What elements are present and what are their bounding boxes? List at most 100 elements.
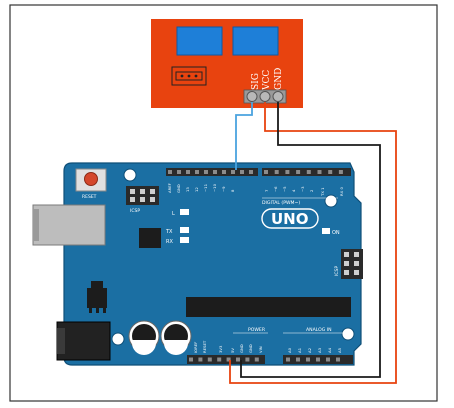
header-pin-hole (336, 357, 340, 362)
aref-label: AREF (167, 183, 172, 193)
header-pin-hole (195, 170, 199, 174)
header-pin-hole (177, 170, 181, 174)
pin-label-vcc: VCC (262, 70, 272, 91)
digital-pin-5: ~5 (282, 186, 287, 192)
reset-label: RESET (82, 194, 97, 200)
diagram-frame (9, 4, 438, 402)
arduino-uno-board: RESET ICSP AREF GND 13 12 ~11 ~10 ~9 8 (32, 162, 363, 366)
digital-pin-3: ~3 (300, 186, 305, 192)
digital-pin-7: 7 (264, 189, 269, 192)
power-pin-3v3: 3V3 (218, 345, 223, 353)
wire-signal (235, 102, 253, 170)
terminal-vcc (259, 91, 271, 102)
header-pin-hole (186, 170, 190, 174)
terminal-sig (246, 91, 258, 102)
capacitor-left (128, 320, 160, 355)
module-pin-labels: SIG VCC GND (251, 68, 284, 91)
digital-pin-6: ~6 (273, 186, 278, 192)
mounting-hole (341, 327, 355, 341)
header-pin-hole (204, 170, 208, 174)
usb-port (32, 204, 106, 246)
header-pin-hole (226, 357, 231, 362)
led-tx (180, 227, 189, 233)
header-pin-hole (189, 357, 193, 362)
power-pin-5v: 5V (230, 348, 235, 353)
header-pin-hole (285, 170, 290, 174)
analog-pin-a5: A5 (337, 347, 342, 353)
bottom-header-holes (189, 357, 340, 362)
header-pin-hole (326, 357, 330, 362)
uno-label: UNO (271, 210, 309, 228)
header-pin-hole (254, 357, 259, 362)
header-pin-hole (296, 357, 300, 362)
header-pin-hole (296, 170, 301, 174)
digital-pin-10: ~10 (212, 183, 217, 192)
uno-logo: UNO (261, 208, 319, 229)
module-pin-terminals (243, 89, 287, 104)
digital-pin-13: 13 (185, 187, 190, 192)
gnd-top-label: GND (176, 184, 181, 193)
digital-header-holes (168, 170, 343, 174)
led-l-label: L (172, 211, 175, 217)
header-pin-hole (306, 357, 310, 362)
header-pin-hole (231, 170, 235, 174)
relay-block-left (176, 26, 223, 56)
digital-pin-12: 12 (194, 187, 199, 192)
power-label: POWER (248, 327, 266, 333)
header-pin-hole (338, 170, 343, 174)
power-pin-ioref: IOREF (193, 342, 198, 353)
module-connector (171, 66, 207, 86)
dc-power-jack (56, 321, 111, 361)
header-pin-hole (317, 170, 322, 174)
relay-block-right (232, 26, 279, 56)
mounting-hole (123, 168, 137, 182)
header-pin-hole (198, 357, 203, 362)
analog-pin-a2: A2 (307, 347, 312, 353)
icsp-header-right: ICSP (334, 249, 363, 279)
led-rx (180, 237, 189, 243)
analog-pin-a0: A0 (287, 347, 292, 353)
pin-label-sig: SIG (251, 73, 261, 90)
digital-pin-4: 4 (291, 189, 296, 192)
wire-gnd (240, 102, 381, 378)
header-pin-hole (236, 357, 240, 362)
icsp-header-top: ICSP (126, 186, 159, 214)
digital-pin-2: 2 (309, 189, 314, 192)
header-pin-hole (316, 357, 320, 362)
digital-pin-0: RX 0 (339, 187, 344, 196)
capacitor-right (160, 320, 192, 355)
analog-pin-a4: A4 (327, 347, 332, 353)
header-pin-hole (249, 170, 253, 174)
header-pin-hole (213, 170, 217, 174)
power-pin-labels: IOREF RESET 3V3 5V GND GND VIN (193, 340, 263, 353)
header-pin-hole (240, 170, 244, 174)
power-pin-reset: RESET (202, 340, 207, 353)
wires (229, 102, 397, 384)
led-rx-label: RX (166, 239, 173, 245)
terminal-gnd (272, 91, 284, 102)
wire-vcc (229, 102, 397, 384)
header-pin-hole (274, 170, 279, 174)
voltage-regulator (87, 281, 107, 313)
header-pin-hole (328, 170, 333, 174)
analog-in-label: ANALOG IN (306, 327, 332, 333)
led-on (322, 228, 330, 234)
digital-pin-8: 8 (230, 189, 235, 192)
digital-pin-11: ~11 (203, 183, 208, 192)
usb-interface-chip (139, 228, 161, 248)
mounting-hole (324, 194, 338, 208)
header-pin-hole (207, 357, 212, 362)
digital-pwm-label: DIGITAL (PWM~) (262, 200, 300, 206)
header-pin-hole (222, 170, 226, 174)
header-pin-hole (264, 170, 268, 174)
header-pin-hole (217, 357, 222, 362)
digital-header (166, 168, 351, 176)
header-pin-hole (168, 170, 172, 174)
led-l (180, 209, 189, 215)
led-on-label: ON (332, 230, 340, 236)
header-pin-hole (286, 357, 290, 362)
power-pin-gnd-1: GND (239, 344, 244, 353)
header-pin-hole (306, 170, 311, 174)
analog-pin-labels: A0 A1 A2 A3 A4 A5 (287, 347, 342, 353)
